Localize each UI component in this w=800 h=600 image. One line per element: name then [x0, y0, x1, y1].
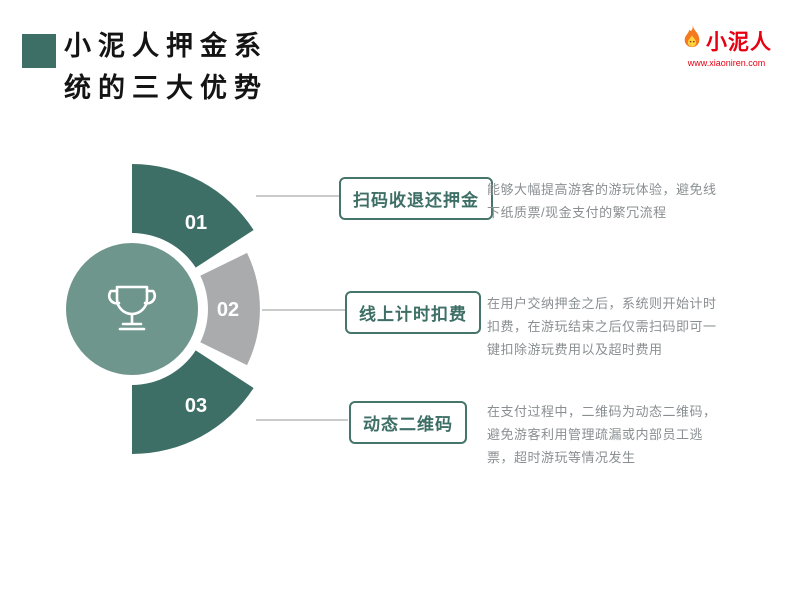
step-desc-2: 在用户交纳押金之后，系统则开始计时扣费，在游玩结束之后仅需扫码即可一键扣除游玩费… — [487, 296, 717, 357]
step-label-1: 扫码收退还押金 — [339, 177, 493, 220]
step-label-3: 动态二维码 — [349, 401, 467, 444]
step-desc-1: 能够大幅提高游客的游玩体验，避免线下纸质票/现金支付的繁冗流程 — [487, 182, 717, 220]
logo-url: www.xiaoniren.com — [687, 58, 766, 68]
step-number-03: 03 — [185, 395, 207, 417]
page-title: 小泥人押金系 统的三大优势 — [64, 31, 268, 103]
trophy-icon — [107, 285, 157, 331]
petal-01 — [132, 164, 254, 268]
petal-02 — [200, 252, 260, 366]
step-label-2: 线上计时扣费 — [345, 291, 481, 334]
connector-line-1 — [256, 195, 340, 197]
brand-logo: 小泥人 www.xiaoniren.com — [681, 24, 772, 68]
step-number-02: 02 — [217, 299, 239, 321]
connector-line-2 — [262, 309, 346, 311]
step-number-01: 01 — [185, 212, 207, 234]
center-circle — [66, 243, 198, 375]
petal-03 — [132, 350, 254, 454]
flame-mascot-icon — [681, 24, 703, 57]
step-desc-3: 在支付过程中，二维码为动态二维码，避免游客利用管理疏漏或内部员工逃票，超时游玩等… — [487, 404, 717, 465]
title-block: 小泥人押金系 统的三大优势 — [22, 26, 268, 110]
connector-line-3 — [256, 419, 348, 421]
logo-text: 小泥人 — [706, 30, 772, 54]
title-accent-square — [22, 34, 56, 68]
